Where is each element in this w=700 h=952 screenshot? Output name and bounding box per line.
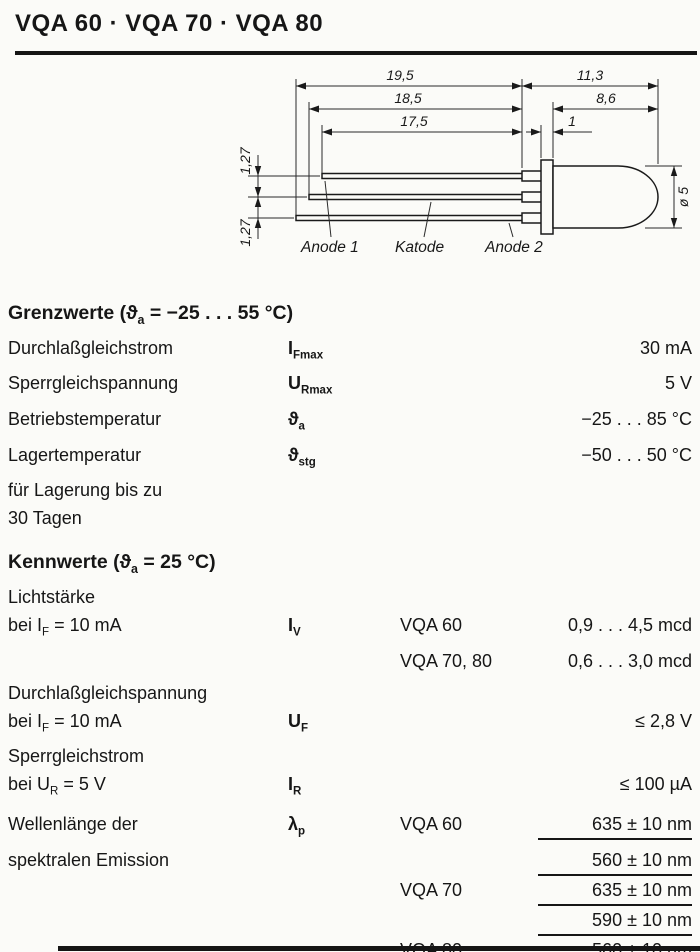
param-label: Durchlaßgleichspannung	[8, 682, 208, 703]
dimension-arrowheads	[254, 82, 678, 228]
row-durchlassgleichspannung-cond: bei IF = 10 mA UF ≤ 2,8 V	[8, 707, 692, 743]
param-symbol: λp	[288, 813, 306, 838]
dim-label-19-5: 19,5	[386, 67, 413, 83]
kennwerte-title: Kennwerte	[8, 551, 108, 574]
row-lichtstaerke-variant2: VQA 70, 80 0,6 . . . 3,0 mcd	[8, 647, 692, 675]
param-symbol: URmax	[288, 373, 333, 398]
row-wellenlaenge-vqa70a: VQA 70 635 ± 10 nm	[8, 876, 692, 906]
param-label: Lagertemperatur	[8, 444, 142, 465]
row-wellenlaenge-vqa70b: 590 ± 10 nm	[8, 906, 692, 936]
pin-label-anode-1: Anode 1	[300, 239, 359, 256]
led-body	[540, 159, 659, 235]
param-value: 0,6 . . . 3,0 mcd	[567, 650, 692, 671]
param-value: 635 ± 10 nm	[538, 810, 692, 840]
bottom-rule	[58, 946, 700, 951]
param-label: Betriebstemperatur	[8, 409, 162, 430]
param-condition: bei UR = 5 V	[8, 774, 106, 798]
led-dome	[552, 165, 659, 229]
leader-lines	[324, 180, 514, 238]
param-label-line2: für Lagerung bis zu	[8, 480, 163, 501]
pin-label-katode: Katode	[395, 239, 445, 256]
row-wellenlaenge: Wellenlänge der λp VQA 60 635 ± 10 nm	[8, 810, 692, 846]
param-label-line3: 30 Tagen	[8, 508, 82, 529]
lead-seal-bottom	[521, 212, 543, 224]
param-label: Sperrgleichstrom	[8, 746, 145, 767]
param-value: −25 . . . 85 °C	[581, 409, 692, 430]
lead-seal-top	[521, 170, 543, 182]
dim-label-17-5: 17,5	[400, 113, 427, 129]
param-condition: bei IF = 10 mA	[8, 615, 122, 639]
row-wellenlaenge-cont: spektralen Emission 560 ± 10 nm	[8, 846, 692, 876]
dim-label-8-6: 8,6	[596, 90, 616, 106]
row-lichtstaerke: Lichtstärke	[8, 583, 692, 611]
row-lagertemperatur-cont: für Lagerung bis zu	[8, 476, 692, 504]
param-value: 5 V	[664, 373, 692, 394]
dim-label-18-5: 18,5	[394, 90, 421, 106]
param-symbol: UF	[288, 710, 309, 735]
grenzwerte-title: Grenzwerte	[8, 302, 115, 324]
dim-label-1-27-top: 1,27	[237, 146, 253, 174]
variant-name: VQA 70	[400, 879, 463, 900]
led-flange	[540, 159, 554, 235]
param-value: ≤ 2,8 V	[635, 710, 692, 731]
row-lichtstaerke-cond: bei IF = 10 mA IV VQA 60 0,9 . . . 4,5 m…	[8, 611, 692, 647]
param-value: −50 . . . 50 °C	[581, 444, 692, 465]
kennwerte-condition: (ϑa = 25 °C)	[113, 551, 216, 577]
grenzwerte-heading: Grenzwerte (ϑa = −25 . . . 55 °C)	[8, 299, 692, 334]
grenzwerte-condition: (ϑa = −25 . . . 55 °C)	[119, 302, 294, 327]
param-label: Wellenlänge der	[8, 813, 138, 834]
row-sperrgleichspannung: Sperrgleichspannung URmax 5 V	[8, 369, 692, 405]
row-durchlassgleichspannung: Durchlaßgleichspannung	[8, 679, 692, 707]
led-package-dimension-drawing: 19,5 18,5 17,5 11,3 8,6 1 1,27 1,27 ø 5 …	[237, 67, 691, 256]
variant-name: VQA 70, 80	[400, 650, 493, 671]
param-label: Sperrgleichspannung	[8, 373, 179, 394]
dim-label-1: 1	[568, 113, 576, 129]
lead-anode-2	[295, 214, 525, 222]
param-label: Durchlaßgleichstrom	[8, 337, 174, 358]
param-symbol: IR	[288, 774, 302, 798]
dim-label-diameter-5: ø 5	[675, 187, 691, 207]
dim-label-1-27-bottom: 1,27	[237, 218, 253, 246]
kennwerte-section: Kennwerte (ϑa = 25 °C) Lichtstärke bei I…	[0, 548, 700, 952]
param-symbol: IV	[288, 615, 301, 639]
row-durchlassgleichstrom: Durchlaßgleichstrom IFmax 30 mA	[8, 334, 692, 370]
extension-lines	[248, 79, 682, 229]
lead-seal-middle	[521, 191, 543, 203]
row-sperrgleichstrom-cond: bei UR = 5 V IR ≤ 100 µA	[8, 770, 692, 806]
grenzwerte-section: Grenzwerte (ϑa = −25 . . . 55 °C) Durchl…	[0, 299, 700, 532]
led-leads	[295, 170, 543, 224]
param-value: ≤ 100 µA	[619, 774, 692, 795]
param-condition: bei IF = 10 mA	[8, 710, 122, 735]
param-symbol: ϑa	[288, 409, 305, 433]
param-value: 560 ± 10 nm	[538, 846, 692, 876]
row-lagertemperatur: Lagertemperatur ϑstg −50 . . . 50 °C	[8, 441, 692, 477]
lead-katode	[308, 193, 525, 201]
lead-anode-1	[321, 172, 525, 180]
page-title: VQA 60 · VQA 70 · VQA 80	[15, 10, 324, 37]
variant-name: VQA 60	[400, 813, 463, 834]
row-sperrgleichstrom: Sperrgleichstrom	[8, 742, 692, 770]
param-value: 590 ± 10 nm	[538, 906, 692, 936]
param-value: 30 mA	[639, 337, 692, 358]
kennwerte-heading: Kennwerte (ϑa = 25 °C)	[8, 548, 692, 583]
param-value: 0,9 . . . 4,5 mcd	[567, 615, 692, 636]
row-lagertemperatur-cont2: 30 Tagen	[8, 504, 692, 532]
param-symbol: IFmax	[288, 337, 324, 362]
param-value: 635 ± 10 nm	[538, 876, 692, 906]
param-label-line2: spektralen Emission	[8, 849, 170, 870]
param-label: Lichtstärke	[8, 587, 96, 608]
row-betriebstemperatur: Betriebstemperatur ϑa −25 . . . 85 °C	[8, 405, 692, 441]
param-symbol: ϑstg	[288, 444, 316, 469]
variant-name: VQA 60	[400, 615, 463, 636]
dim-label-11-3: 11,3	[577, 67, 603, 83]
title-rule	[15, 51, 697, 55]
pin-label-anode-2: Anode 2	[484, 239, 543, 256]
